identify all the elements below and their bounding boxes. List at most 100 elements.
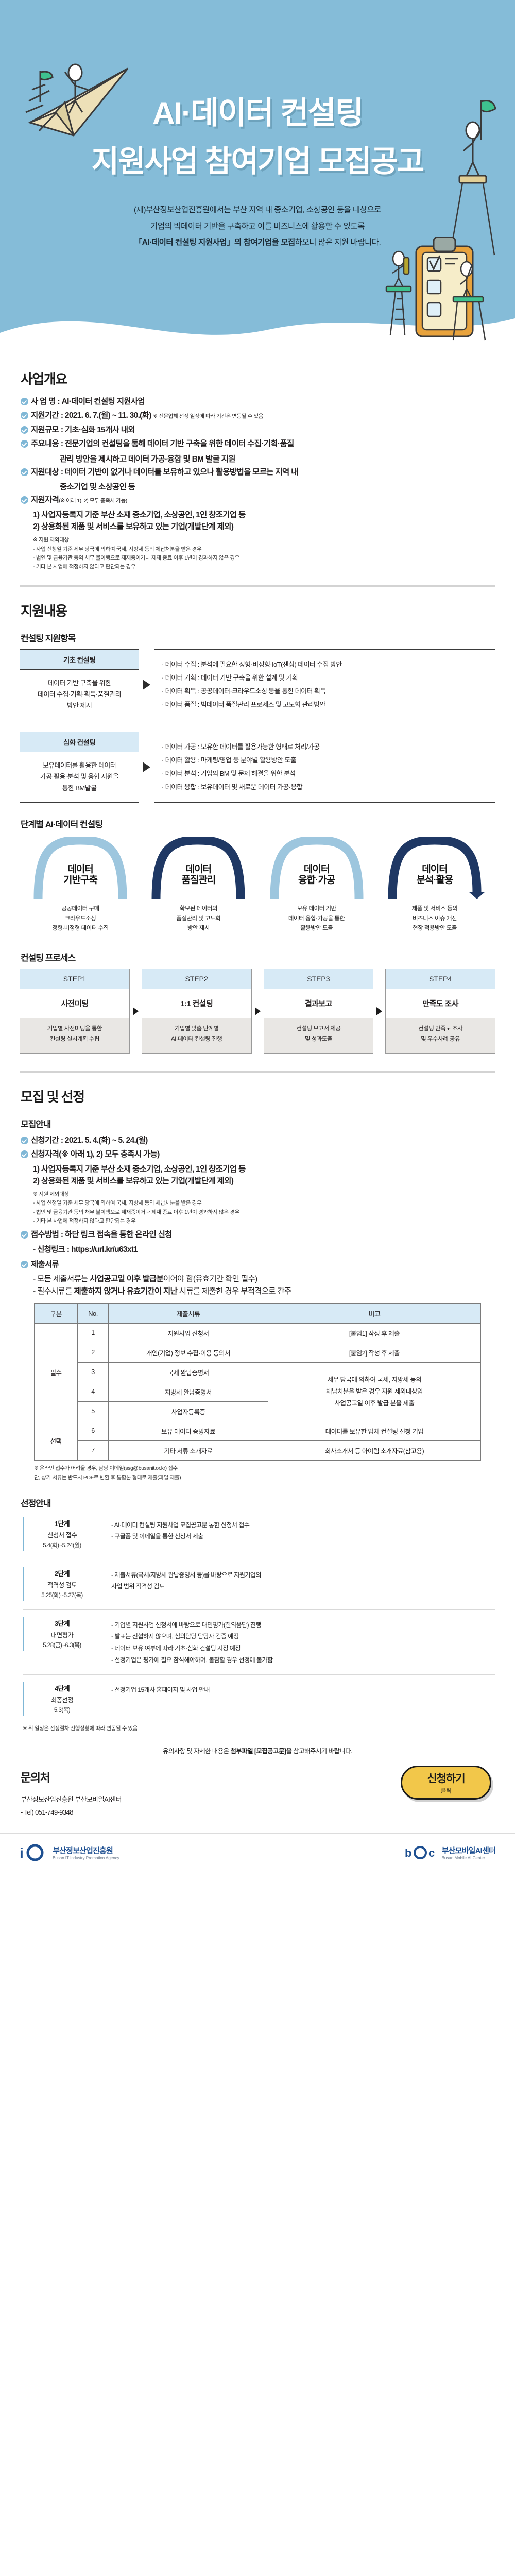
recruit-item-method: 접수방법 : 하단 링크 접속을 통한 온라인 신청	[21, 1229, 495, 1241]
table-row: 7 기타 서류 소개자료 회사소개서 등 아이템 소개자료(참고용)	[35, 1440, 481, 1461]
contact-org: 부산정보산업진흥원 부산모바일AI센터	[21, 1795, 122, 1803]
check-icon	[21, 412, 28, 420]
td-group-required: 필수	[34, 1323, 78, 1421]
arrow-right-icon	[376, 1007, 383, 1015]
recruit-qualify-2: 2) 상용화된 제품 및 서비스를 보유하고 있는 기업(개발단계 제외)	[33, 1176, 234, 1185]
stage-arc-2: 데이터 품질관리	[141, 836, 256, 899]
intro-program-name: 「AI·데이터 컨설팅 지원사업」	[134, 238, 235, 247]
td-remark-6: 데이터를 보유한 업체 컨설팅 신청 기업	[268, 1420, 481, 1441]
check-icon	[21, 440, 28, 448]
overview-section: 사업개요 사 업 명 : AI·데이터 컨설팅 지원사업 지원기간 : 2021…	[0, 369, 515, 572]
step-number-1: STEP1	[20, 969, 129, 989]
stage-item-3: 데이터 융합·가공 보유 데이터 기반 데이터 융합·가공을 통한 활용방안 도…	[259, 836, 374, 934]
stage-desc-3: 보유 데이터 기반 데이터 융합·가공을 통한 활용방안 도출	[288, 905, 345, 931]
stages-diagram: 데이터 기반구축 공공데이터 구매 크라우드소싱 정형·비정형 데이터 수집 데…	[23, 836, 492, 934]
intro-line-1: (재)부산정보산업진흥원에서는 부산 지역 내 중소기업, 소상공인 등을 대상…	[133, 205, 382, 214]
selection-stage-4: 4단계	[54, 1684, 70, 1692]
overview-content-cont: 관리 방안을 제시하고 데이터 가공·융합 및 BM 발굴 지원	[60, 454, 235, 464]
step-desc-2: 기업별 맞춤 단계별 AI·데이터 컨설팅 진행	[142, 1018, 251, 1053]
selection-badge-3: 3단계 대면평가 5.28(금)~6.3(목)	[23, 1617, 100, 1651]
stage-label-2b: 품질관리	[181, 875, 216, 886]
docs-note1-a: - 모든 제출서류는	[33, 1275, 90, 1284]
step-number-3: STEP3	[264, 969, 373, 989]
selection-note: ※ 위 일정은 선정절차 진행상황에 따라 변동될 수 있음	[23, 1725, 138, 1732]
apply-button-label: 신청하기	[427, 1772, 465, 1785]
table-row: 2 개인(기업) 정보 수집·이용 동의서 [붙임2] 작성 후 제출	[35, 1342, 481, 1363]
selection-stage-2: 2단계	[54, 1569, 70, 1578]
stage-desc-1: 공공데이터 구매 크라우드소싱 정형·비정형 데이터 수집	[52, 905, 109, 931]
footer-left-sub: Busan IT Industry Promotion Agency	[53, 1856, 119, 1861]
selection-desc-3: - 기업별 지원사업 신청서에 바탕으로 대면평가(질의응답) 진행 - 발표는…	[111, 1621, 273, 1664]
recruit-exclude-0: - 사업 신청일 기준 세무 당국에 의하여 국세, 지방세 등의 체납처분을 …	[33, 1200, 202, 1207]
recruit-qualify-1: 1) 사업자등록지 기준 부산 소재 중소기업, 소상공인, 1인 창조기업 등	[33, 1164, 246, 1174]
arc-shape-icon	[388, 836, 485, 899]
stage-item-1: 데이터 기반구축 공공데이터 구매 크라우드소싱 정형·비정형 데이터 수집	[23, 836, 138, 934]
footer-left-name-block: 부산정보산업진흥원 Busan IT Industry Promotion Ag…	[53, 1845, 119, 1860]
svg-text:b: b	[405, 1846, 411, 1859]
stage-label-3b: 융합·가공	[298, 875, 335, 886]
stage-label-1: 데이터 기반구축	[23, 864, 138, 887]
svg-text:i: i	[20, 1845, 24, 1861]
docs-note2-b: 제출하지 않거나 유효기간이 지난	[74, 1286, 179, 1296]
step-title-3: 결과보고	[264, 989, 373, 1019]
step-desc-3: 컨설팅 보고서 제공 및 성과도출	[264, 1018, 373, 1053]
stage-label-4a: 데이터	[422, 863, 448, 875]
recruit-qualify-note: (※ 아래 1), 2) 모두 충족시 가능)	[59, 1150, 160, 1159]
process-step-4: STEP4 만족도 조사 컨설팅 만족도 조사 및 우수사례 공유	[385, 969, 495, 1054]
td-doc-1: 지원사업 신청서	[108, 1323, 268, 1343]
support-basic-detail-2: · 데이터 획득 : 공공데이터·크라우드소싱 등을 통한 데이터 획득	[162, 687, 326, 695]
bipa-logo-icon: i	[20, 1844, 44, 1861]
paper-plane-icon	[25, 63, 129, 137]
support-subheading: 컨설팅 지원항목	[21, 633, 76, 643]
overview-label-4: 지원대상 :	[31, 467, 65, 477]
overview-exclude-title: ※ 지원 제외대상	[33, 537, 69, 544]
td-no-5: 5	[77, 1401, 109, 1421]
support-advanced-detail-0: · 데이터 가공 : 보유한 데이터를 활용가능한 형태로 처리/가공	[162, 742, 320, 751]
overview-value-2: 기초·심화 15개사 내외	[64, 425, 135, 434]
overview-target-cont: 중소기업 및 소상공인 등	[60, 483, 135, 492]
overview-item-qualify: 지원자격(※ 아래 1), 2) 모두 충족시 가능)	[21, 495, 495, 506]
recruit-apply-link-row[interactable]: - 신청링크 : https://url.kr/u63xt1	[33, 1244, 495, 1256]
td-doc-3: 국세 완납증명서	[108, 1362, 268, 1382]
step-title-4: 만족도 조사	[386, 989, 495, 1019]
overview-bullets: 사 업 명 : AI·데이터 컨설팅 지원사업 지원기간 : 2021. 6. …	[21, 396, 495, 572]
selection-row-2: 2단계 적격성 검토 5.25(화)~5.27(목) - 제출서류(국세/지방세…	[23, 1567, 495, 1601]
arrow-right-icon	[254, 1007, 261, 1015]
support-basic-body: 데이터 기반 구축을 위한 데이터 수집·기획·획득·품질관리 방안 제시	[38, 679, 121, 710]
intro-recruit-text: 의 참여기업을 모집	[234, 238, 295, 247]
intro-line-2: 기업의 빅데이터 기반을 구축하고 이를 비즈니스에 활용할 수 있도록	[150, 222, 365, 231]
support-basic-detail-3: · 데이터 품질 : 빅데이터 품질관리 프로세스 및 고도화 관리방안	[162, 700, 325, 708]
td-doc-6: 보유 데이터 증빙자료	[108, 1420, 268, 1441]
recruit-method-label: 접수방법 :	[31, 1230, 65, 1240]
overview-value-1: 2021. 6. 7.(월) ~ 11. 30.(화)	[64, 411, 151, 420]
stage-label-3a: 데이터	[303, 863, 330, 875]
overview-item-target: 지원대상 : 데이터 기반이 없거나 데이터를 보유하고 있으나 활용방법을 모…	[21, 467, 495, 478]
intro-tail: 하오니 많은 지원 바랍니다.	[295, 238, 381, 247]
support-row-advanced: 심화 컨설팅 보유데이터를 활용한 데이터 가공·활용·분석 및 융합 지원을 …	[20, 731, 495, 803]
overview-heading: 사업개요	[21, 371, 67, 387]
th-remark: 비고	[268, 1303, 481, 1324]
poster-title-line2: 지원사업 참여기업 모집공고	[91, 144, 425, 178]
support-basic-detail-0: · 데이터 수집 : 분석에 필요한 정형·비정형·IoT(센싱) 데이터 수집…	[162, 660, 342, 668]
overview-qualify-note: (※ 아래 1), 2) 모두 충족시 가능)	[59, 498, 127, 504]
check-icon	[21, 1231, 28, 1239]
support-heading: 지원내용	[21, 603, 67, 619]
recruit-docs-note-1: - 모든 제출서류는 사업공고일 이후 발급분이어야 함(유효기간 확인 필수)	[33, 1273, 495, 1285]
overview-exclude-1: - 법인 및 금융기관 등의 채무 불이행으로 제재중이거나 제재 종료 이후 …	[33, 554, 240, 561]
td-remark-2: [붙임2] 작성 후 제출	[268, 1342, 481, 1363]
td-no-7: 7	[77, 1440, 109, 1461]
recruit-link-url[interactable]: https://url.kr/u63xt1	[71, 1245, 138, 1254]
recruit-exclude-title: ※ 지원 제외대상	[33, 1191, 69, 1197]
overview-exclude-0: - 사업 신청일 기준 세무 당국에 의하여 국세, 지방세 등의 체납처분을 …	[33, 546, 202, 552]
closing-attachment: 첨부파일 [모집공고문]	[230, 1747, 286, 1755]
check-icon	[21, 1150, 28, 1159]
docs-note1-c: 이어야 함(유효기간 확인 필수)	[163, 1275, 258, 1284]
recruit-period-value: 2021. 5. 4.(화) ~ 5. 24.(월)	[64, 1136, 148, 1145]
selection-row-3: 3단계 대면평가 5.28(금)~6.3(목) - 기업별 지원사업 신청서에 …	[23, 1617, 495, 1666]
contact-tel: - Tel) 051-749-9348	[21, 1808, 73, 1816]
apply-button[interactable]: 신청하기 클릭	[401, 1765, 491, 1800]
arrow-right-icon	[132, 1007, 139, 1015]
selection-date-2: 5.25(화)~5.27(목)	[41, 1592, 83, 1599]
stage-arc-3: 데이터 융합·가공	[259, 836, 374, 899]
